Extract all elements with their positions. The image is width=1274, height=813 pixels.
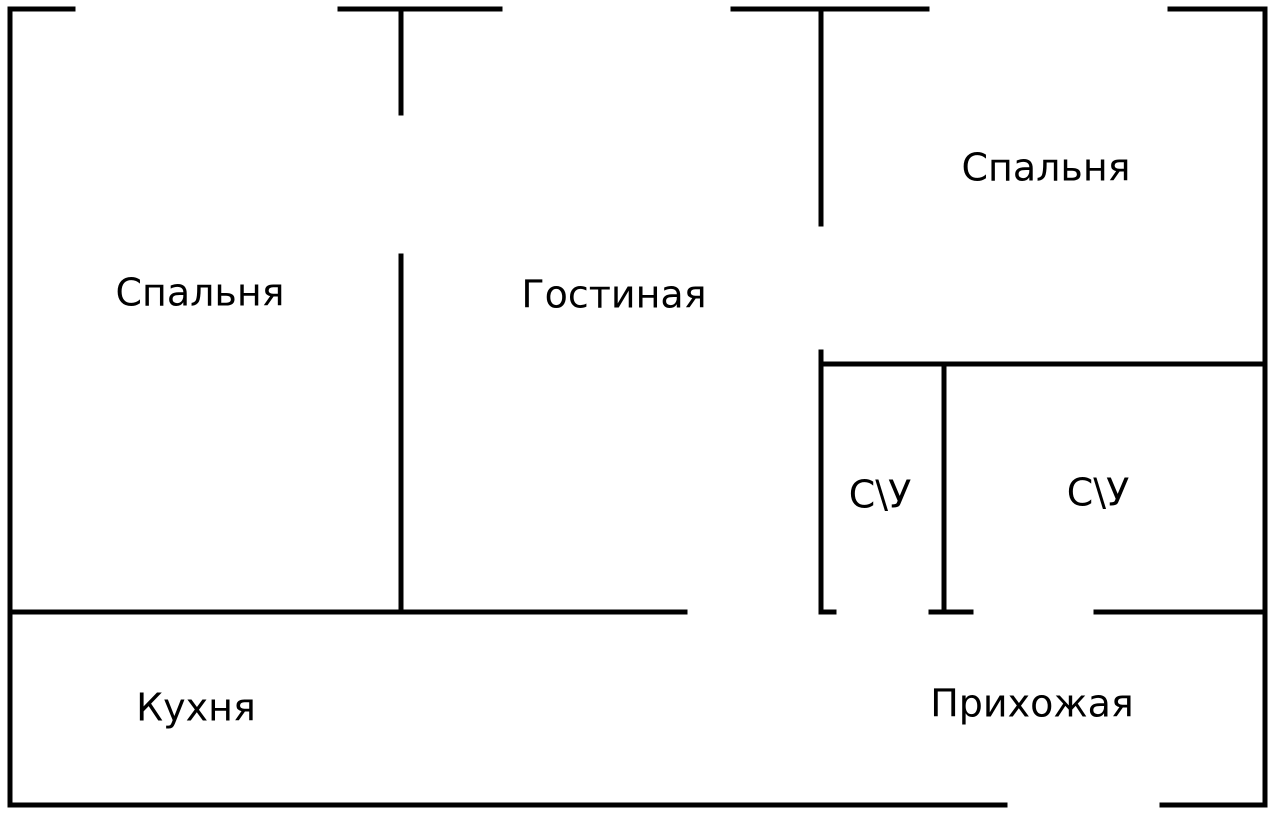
room-label-bathroom-small: С\У [849, 473, 912, 517]
room-label-bathroom-large: С\У [1067, 471, 1130, 515]
room-label-kitchen: Кухня [136, 686, 256, 730]
room-label-hallway: Прихожая [930, 682, 1134, 726]
room-label-bedroom-left: Спальня [115, 271, 284, 315]
room-label-bedroom-right: Спальня [961, 146, 1130, 190]
room-label-living-room: Гостиная [521, 273, 706, 317]
